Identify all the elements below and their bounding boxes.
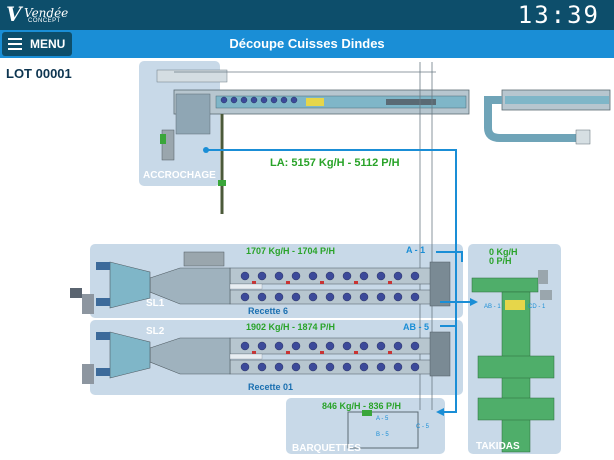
sl2-recipe: Recette 01	[248, 382, 294, 392]
vendee-concept-logo: V Vendée CONCEPT	[4, 2, 74, 28]
barquettes-marker-a5: A - 5	[376, 416, 389, 422]
logo-sub: CONCEPT	[28, 18, 61, 24]
lot-number: LOT 00001	[6, 66, 72, 81]
sl1-output[interactable]: A - 1	[406, 245, 426, 255]
menu-label: MENU	[30, 37, 66, 51]
top-header: V Vendée CONCEPT 13:39	[0, 0, 614, 30]
barquettes-rate: 846 Kg/H - 836 P/H	[322, 401, 402, 411]
sl1-recipe: Recette 6	[248, 306, 289, 316]
takidas-rate-p: 0 P/H	[489, 256, 512, 266]
takidas-marker-ab1: AB - 1	[484, 304, 501, 310]
hamburger-icon	[8, 38, 22, 50]
accrochage-label: ACCROCHAGE	[143, 170, 216, 181]
page-title: Découpe Cuisses Dindes	[229, 36, 385, 51]
sl2-output[interactable]: AB - 5	[403, 322, 430, 332]
takidas-label: TAKIDAS	[476, 441, 520, 452]
menu-button[interactable]: MENU	[2, 32, 72, 56]
barquettes-label: BARQUETTES	[292, 443, 361, 454]
clock: 13:39	[517, 1, 600, 29]
sl1-rate: 1707 Kg/H - 1704 P/H	[246, 246, 336, 256]
title-bar: MENU Découpe Cuisses Dindes	[0, 30, 614, 58]
logo-brand: Vendée	[24, 6, 69, 20]
sl1-label: SL1	[146, 298, 165, 309]
barquettes-marker-c5: C - 5	[416, 424, 430, 430]
logo-v-mark: V	[6, 2, 22, 26]
barquettes-marker-b5: B - 5	[376, 432, 389, 438]
accrochage-rate: LA: 5157 Kg/H - 5112 P/H	[270, 157, 400, 169]
takidas-rate-kg: 0 Kg/H	[489, 247, 518, 257]
sl2-label: SL2	[146, 326, 165, 337]
takidas-marker-cd1: CD - 1	[528, 304, 546, 310]
sl2-rate: 1902 Kg/H - 1874 P/H	[246, 322, 336, 332]
